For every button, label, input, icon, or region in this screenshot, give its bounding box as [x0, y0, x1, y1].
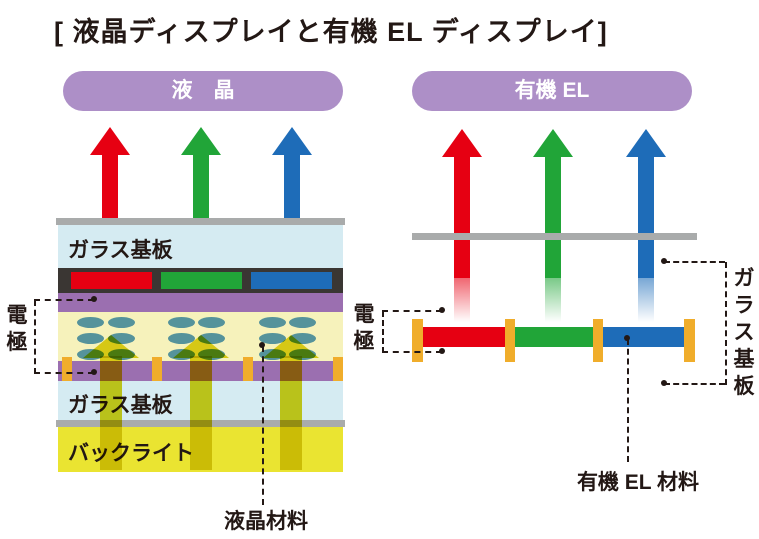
lcd-glass-top-label: ガラス基板 [68, 239, 173, 262]
oled-glass-pointer-top [664, 261, 725, 263]
oled-electrode-pointer-bottom [382, 351, 442, 353]
oled-blue-light-arrow-fade [638, 278, 654, 322]
lcd-blue-light-arrow-stem [284, 152, 300, 225]
lc-molecule [108, 317, 135, 328]
oled-electrode-pointer-bottom-dot [439, 348, 445, 354]
backlight-ray-arrow-icon [173, 335, 229, 358]
oled-red-light-arrow-icon [442, 129, 482, 157]
oled-electrode-pointer-top [382, 310, 442, 312]
oled-red-light-arrow-stem [454, 155, 470, 278]
lcd-spacer [152, 357, 162, 382]
lcd-red-light-arrow-icon [90, 127, 130, 155]
lcd-material-pointer-line [262, 346, 264, 505]
oled-red-light-arrow-fade [454, 278, 470, 322]
oled-glass-pointer-top-dot [661, 258, 667, 264]
oled-red-emitter-segment [423, 327, 505, 347]
lcd-material-label: 液晶材料 [224, 510, 308, 533]
diagram-title: [ 液晶ディスプレイと有機 EL ディスプレイ] [54, 17, 608, 47]
lcd-green-light-arrow-icon [181, 127, 221, 155]
lcd-red-light-arrow-stem [102, 152, 118, 225]
lc-molecule [259, 317, 286, 328]
lcd-electrode-pointer-bottom [34, 372, 94, 374]
oled-glass-label: ガラス基板 [733, 267, 755, 398]
lcd-filter-green-segment [161, 272, 242, 289]
lcd-spacer [243, 357, 253, 382]
lcd-blue-light-arrow-icon [272, 127, 312, 155]
backlight-ray-stem [280, 356, 302, 470]
oled-header-pill: 有機 EL [412, 71, 692, 111]
lcd-filter-blue-segment [251, 272, 332, 289]
lc-molecule [168, 317, 195, 328]
backlight-ray-arrow-icon [83, 335, 139, 358]
oled-material-label: 有機 EL 材料 [576, 471, 700, 494]
lc-molecule [77, 317, 104, 328]
lcd-electrode-top-layer [58, 293, 343, 312]
lcd-top-film-layer [56, 218, 345, 225]
backlight-ray-stem [100, 356, 122, 470]
lcd-electrode-pointer-top-dot [91, 296, 97, 302]
lcd-spacer [333, 357, 343, 382]
oled-material-pointer-line [627, 339, 629, 462]
backlight-ray-arrow-icon [263, 335, 319, 358]
oled-electrode-pointer-top-dot [439, 307, 445, 313]
oled-electrode-post [505, 319, 515, 362]
lcd-header-pill: 液 晶 [63, 71, 343, 111]
oled-blue-light-arrow-icon [626, 129, 666, 157]
lcd-electrode-pointer-top [34, 299, 94, 301]
oled-electrode-post [593, 319, 603, 362]
lcd-backlight-label: バックライト [68, 442, 194, 465]
oled-electrode-post [412, 319, 423, 362]
lcd-electrode-bracket-line [34, 300, 36, 374]
oled-green-emitter-segment [515, 327, 593, 347]
lcd-green-light-arrow-stem [193, 152, 209, 225]
oled-material-pointer-dot [624, 335, 630, 341]
oled-green-light-arrow-icon [533, 129, 573, 157]
oled-green-light-arrow-stem [545, 155, 561, 278]
oled-blue-emitter-segment [603, 327, 684, 347]
lcd-electrode-pointer-bottom-dot [91, 369, 97, 375]
oled-green-light-arrow-fade [545, 278, 561, 322]
lcd-electrode-label: 電極 [6, 304, 28, 354]
oled-top-film-layer [412, 233, 697, 240]
lcd-material-pointer-dot [259, 342, 265, 348]
oled-glass-pointer-bottom-dot [661, 380, 667, 386]
lc-molecule [289, 317, 316, 328]
oled-electrode-label: 電極 [353, 303, 375, 353]
oled-glass-pointer-bottom [664, 383, 725, 385]
backlight-ray-stem [190, 356, 212, 470]
lcd-filter-red-segment [71, 272, 152, 289]
oled-glass-bracket-line [725, 262, 727, 385]
lcd-glass-top-layer [58, 225, 343, 268]
lcd-spacer [62, 357, 72, 382]
oled-glass-bottom-layer [412, 362, 694, 407]
oled-electrode-post [684, 319, 695, 362]
lc-molecule [198, 317, 225, 328]
oled-electrode-bracket-line [382, 311, 384, 353]
oled-blue-light-arrow-stem [638, 155, 654, 278]
